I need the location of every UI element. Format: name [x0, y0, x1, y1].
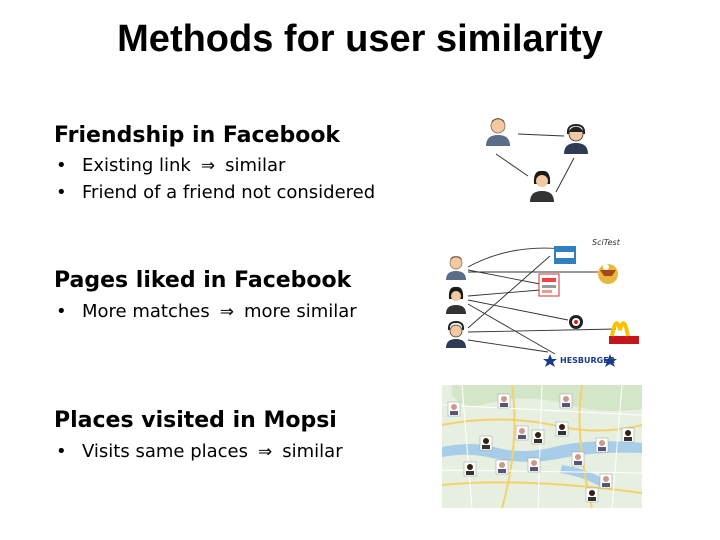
pages-liked-graph: SciTest HESBURGER [446, 238, 639, 367]
map-user-marker [555, 421, 569, 437]
like-link [467, 328, 617, 333]
bullet-more-matches: More matches ⇒ more similar [56, 298, 357, 325]
bullet-existing-link: Existing link ⇒ similar [56, 152, 375, 179]
like-link [467, 289, 541, 297]
user-avatar-headset-icon [446, 320, 466, 348]
map-user-marker [585, 487, 599, 503]
mcdonalds-logo-icon [609, 321, 639, 344]
river [442, 441, 642, 462]
map-user-marker [497, 393, 511, 409]
implies-arrow: ⇒ [200, 156, 216, 176]
friend-link [555, 157, 575, 193]
map-user-marker [599, 473, 613, 489]
bullet-result: similar [225, 155, 286, 176]
angry-birds-logo-icon [598, 264, 618, 284]
user-avatar-man-icon [446, 256, 466, 280]
sticker-logo-icon [538, 273, 560, 297]
map-user-marker [479, 435, 493, 451]
user-avatar-woman-icon [530, 170, 554, 202]
hesburger-logo: HESBURGER [560, 356, 615, 365]
slide-title: Methods for user similarity [117, 18, 603, 60]
like-link [467, 247, 564, 268]
like-link [467, 339, 549, 353]
like-link [467, 303, 556, 355]
bullet-text: Visits same places [82, 441, 248, 462]
user-avatar-man-icon [486, 118, 510, 146]
like-link [467, 255, 551, 329]
hesburger-logo-icon: HESBURGER [543, 354, 617, 367]
map-user-marker [495, 459, 509, 475]
heading-pages-liked: Pages liked in Facebook [54, 268, 352, 293]
user-avatar-woman-icon [446, 286, 466, 314]
heading-places-visited: Places visited in Mopsi [54, 408, 337, 433]
implies-arrow: ⇒ [219, 302, 234, 322]
map-user-marker [559, 393, 573, 409]
bullet-friend-of-friend: Friend of a friend not considered [56, 179, 375, 206]
park-area [452, 385, 642, 411]
bullet-result: similar [282, 441, 343, 462]
map-user-marker [527, 457, 541, 473]
map-user-markers [447, 393, 635, 503]
user-avatar-headset-icon [564, 123, 588, 154]
bullet-text: Friend of a friend not considered [82, 182, 376, 203]
map-user-marker [447, 401, 461, 417]
places-map [442, 385, 642, 508]
scitest-logo: SciTest [592, 238, 621, 247]
map-user-marker [531, 429, 545, 445]
friendship-graph [486, 118, 588, 202]
bullet-visits-same-places: Visits same places ⇒ similar [56, 438, 343, 465]
bullets-pages-liked: More matches ⇒ more similar [56, 298, 357, 325]
map-user-marker [515, 425, 529, 441]
amex-logo-icon [554, 246, 576, 264]
heading-friendship: Friendship in Facebook [54, 123, 341, 148]
bullet-text: More matches [82, 301, 210, 322]
bullet-result: more similar [243, 301, 357, 322]
friend-link [495, 153, 529, 177]
implies-arrow: ⇒ [258, 442, 273, 462]
map-user-marker [621, 427, 635, 443]
like-link [467, 299, 569, 321]
bullets-friendship: Existing link ⇒ similar Friend of a friend… [56, 152, 375, 206]
map-user-marker [571, 451, 585, 467]
friend-link [517, 133, 565, 137]
bullets-places-visited: Visits same places ⇒ similar [56, 438, 343, 465]
map-user-marker [595, 437, 609, 453]
round-logo-icon [569, 315, 583, 329]
map-user-marker [463, 461, 477, 477]
bullet-text: Existing link [82, 155, 191, 176]
